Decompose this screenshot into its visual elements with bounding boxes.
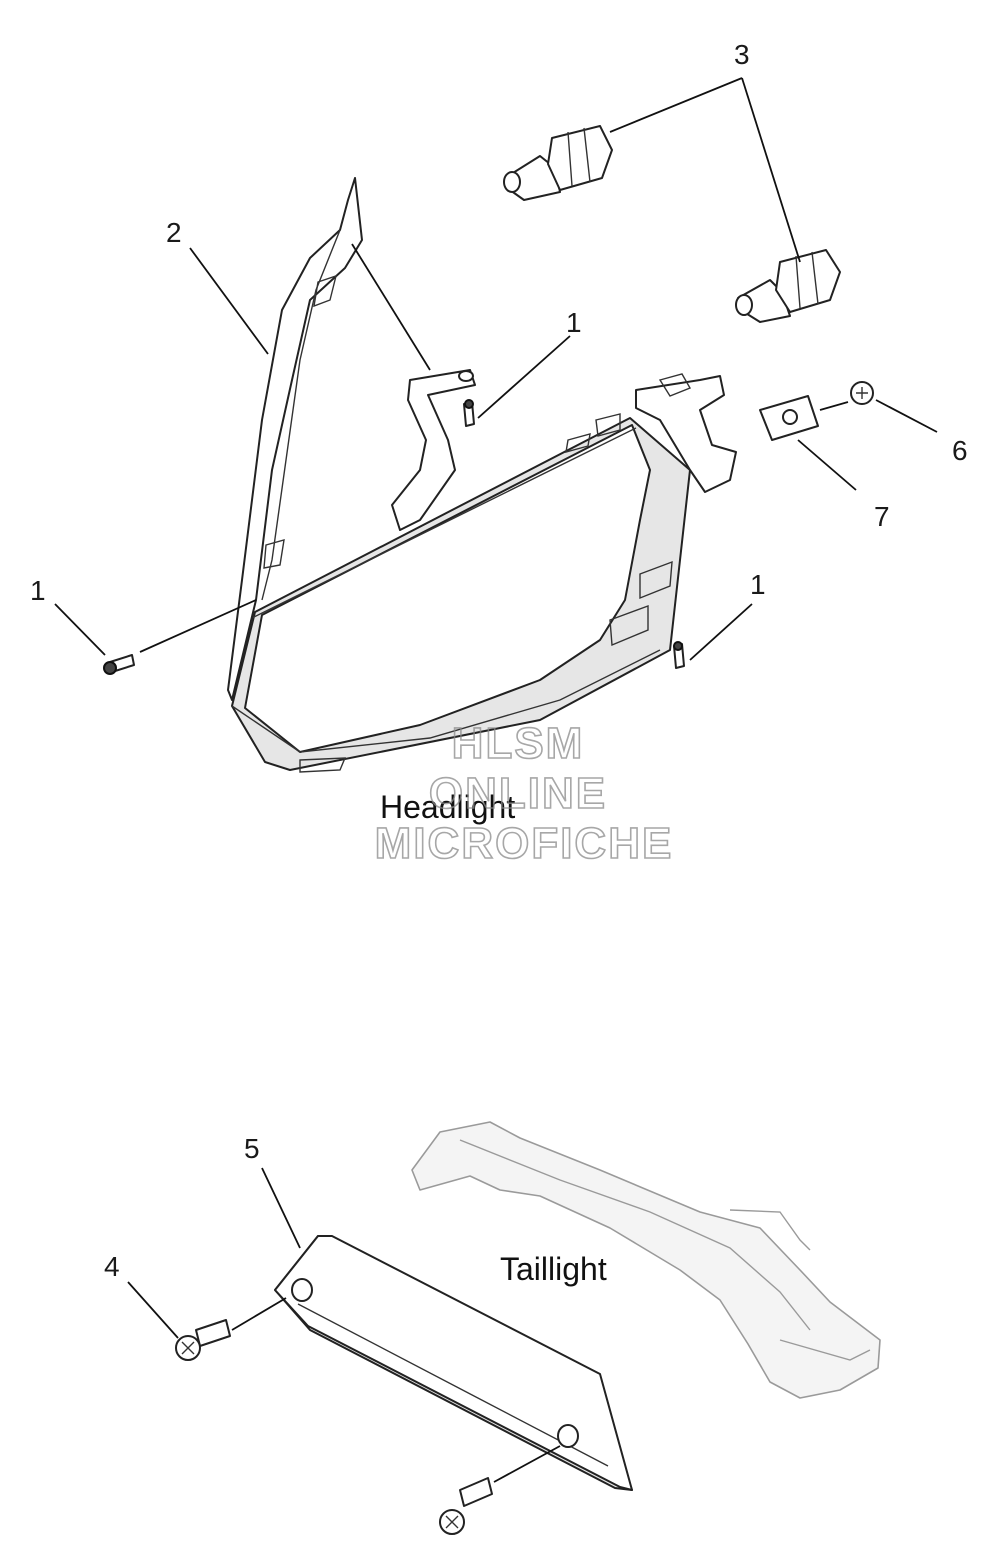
headlight-bracket xyxy=(391,369,476,531)
watermark-line-2: ONLINE xyxy=(429,769,607,818)
headlight-rear-socket xyxy=(635,375,737,493)
watermark-line-1: HLSM xyxy=(452,719,585,768)
section-label-headlight: Headlight xyxy=(380,789,515,825)
callout-7: 7 xyxy=(874,501,890,532)
callout-1-right: 1 xyxy=(750,569,766,600)
headlight-bulb-upper xyxy=(503,125,613,201)
callout-1-left: 1 xyxy=(30,575,46,606)
headlight-bezel xyxy=(227,177,363,701)
callout-2: 2 xyxy=(166,217,182,248)
taillight-screw-upper xyxy=(175,1319,231,1361)
callout-4: 4 xyxy=(104,1251,120,1282)
screw-middle xyxy=(463,399,475,427)
screw-right xyxy=(673,641,685,669)
callouts: 1 1 1 2 3 4 5 6 7 xyxy=(30,39,968,1282)
screw-6 xyxy=(850,381,874,405)
headlight-assembly xyxy=(227,177,737,773)
watermark-line-3: MICROFICHE xyxy=(375,819,674,868)
leader-lines xyxy=(54,77,938,1483)
section-label-taillight: Taillight xyxy=(500,1251,607,1287)
taillight-screw-lower xyxy=(439,1477,493,1535)
callout-3: 3 xyxy=(734,39,750,70)
screw-left xyxy=(103,654,135,675)
taillight-frame-ghost xyxy=(411,1121,881,1399)
watermark: HLSM ONLINE MICROFICHE xyxy=(374,718,674,869)
headlight-bulb-lower xyxy=(735,249,841,323)
headlight-lens xyxy=(244,424,651,753)
callout-1-middle: 1 xyxy=(566,307,582,338)
callout-5: 5 xyxy=(244,1133,260,1164)
callout-6: 6 xyxy=(952,435,968,466)
nut-7 xyxy=(759,395,819,441)
taillight-lens xyxy=(274,1235,633,1491)
